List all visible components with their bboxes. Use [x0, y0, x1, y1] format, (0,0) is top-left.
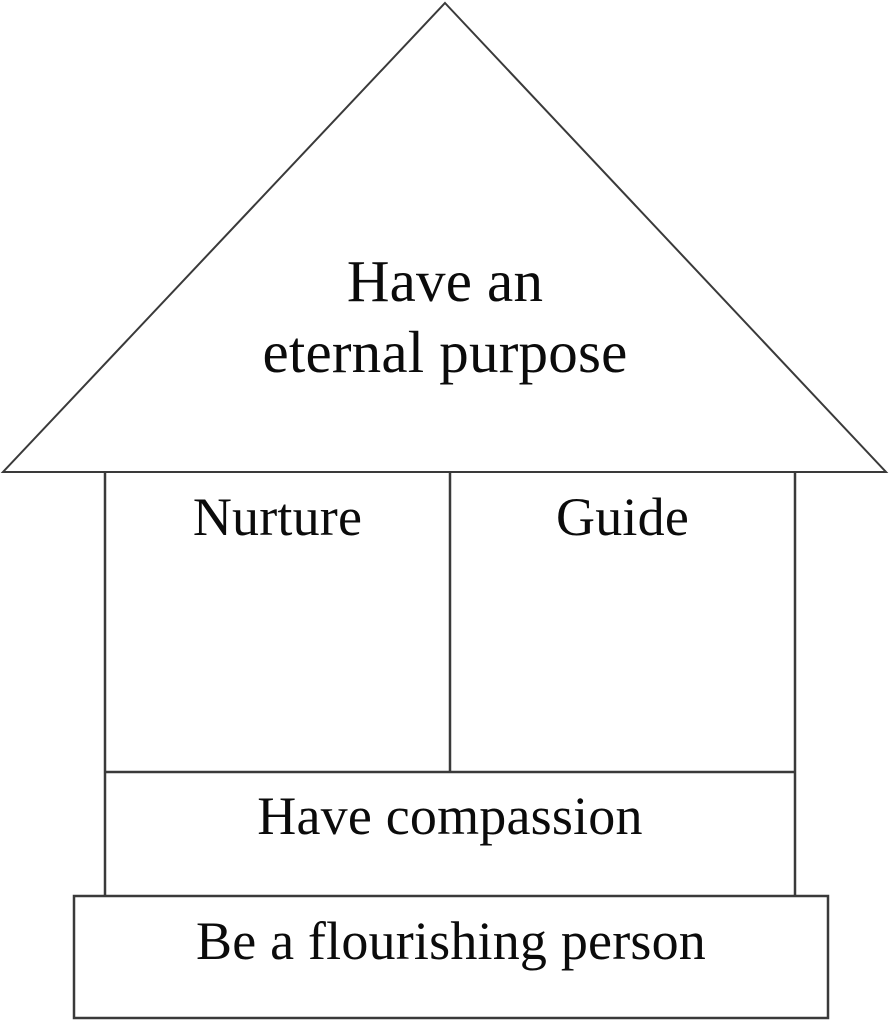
pillar-label-nurture: Nurture [192, 487, 363, 547]
foundation-label-be-a-flourishing-person: Be a flourishing person [195, 911, 706, 971]
roof-label: Have an eternal purpose [262, 248, 628, 385]
foundation-box [72, 894, 830, 1020]
roof-triangle [0, 1, 889, 473]
pillar-label-guide: Guide [556, 487, 689, 547]
middle-band-label-have-compassion: Have compassion [257, 786, 643, 846]
